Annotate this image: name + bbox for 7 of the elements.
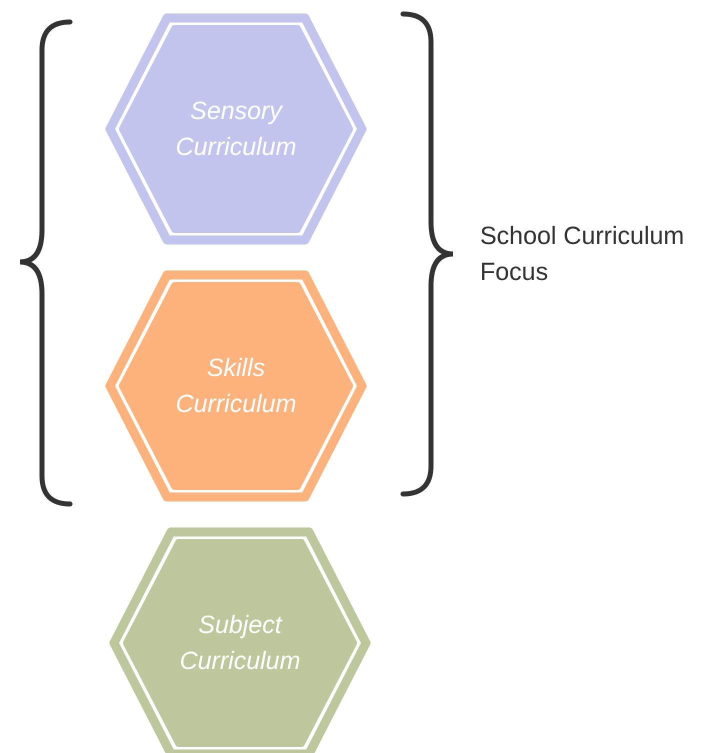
brace-label: School Curriculum Focus (480, 221, 686, 288)
hexagon (105, 270, 367, 502)
hexagon-label: Skills Curriculum (174, 353, 298, 420)
hexagon-label: Subject Curriculum (178, 610, 302, 677)
hexagon (105, 13, 367, 245)
hexagon (109, 527, 371, 753)
hexagon-label: Sensory Curriculum (174, 96, 298, 163)
